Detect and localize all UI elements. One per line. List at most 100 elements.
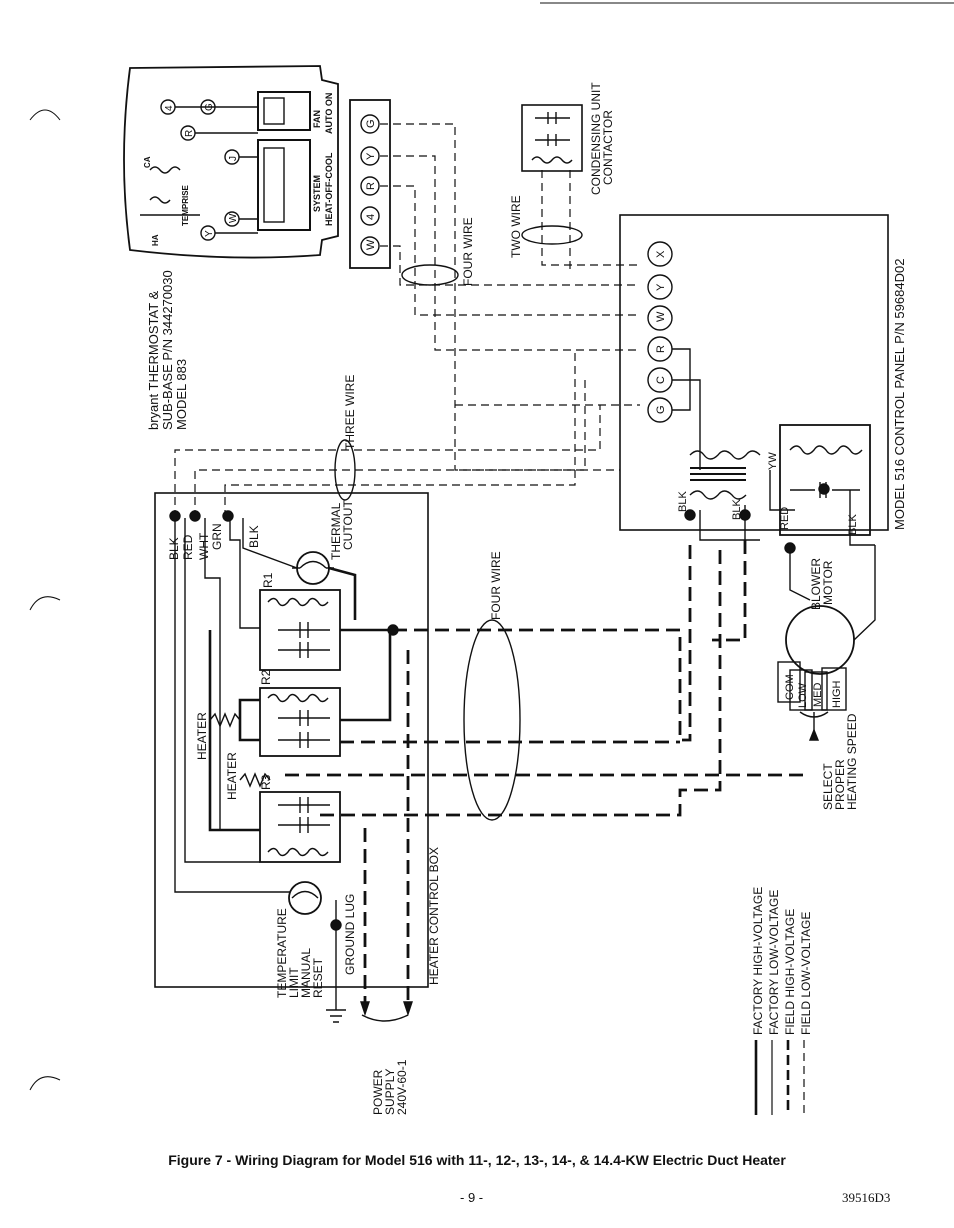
field-hv-1 <box>393 545 692 742</box>
subbase-terminal-labels: G Y R 4 W <box>365 119 377 250</box>
document-number: 39516D3 <box>842 1190 891 1205</box>
control-panel-label: MODEL 516 CONTROL PANEL P/N 59684D02 <box>892 259 907 530</box>
system-positions: HEAT-OFF-COOL <box>324 152 334 226</box>
condensing-contactor <box>521 104 583 172</box>
subbase-terminal-strip <box>349 99 391 269</box>
panel-terminal-c: C <box>655 376 667 384</box>
thermostat-terminal-y: Y <box>204 230 215 237</box>
system-switch <box>257 139 311 231</box>
page-number: - 9 - <box>460 1190 484 1205</box>
blower-motor <box>785 605 855 675</box>
subbase-terminal-4: 4 <box>365 214 377 220</box>
thermostat-outline <box>123 65 339 259</box>
wiring-diagram: bryant THERMOSTAT & SUB-BASE P/N 3442700… <box>29 2 954 1115</box>
select-speed-3: HEATING SPEED <box>845 713 859 810</box>
heater-control-box <box>154 492 429 988</box>
blower-speed-com: COM <box>784 674 796 700</box>
heater-label-2: HEATER <box>225 752 239 800</box>
relay-r2-label: R2 <box>259 669 273 685</box>
subbase-terminal-r: R <box>365 182 377 190</box>
thermostat-brand: bryant THERMOSTAT & <box>146 290 161 430</box>
blower-speed-low: LOW <box>797 682 809 708</box>
four-wire-bundle-top <box>401 264 459 286</box>
select-speed-1: SELECT <box>821 763 835 810</box>
relay-r1-label: R1 <box>261 572 275 588</box>
two-wire-label: TWO WIRE <box>509 195 523 258</box>
panel-wire-blk-3: BLK <box>847 514 859 535</box>
panel-wire-blk-2: BLK <box>731 499 743 520</box>
thermostat-labels: bryant THERMOSTAT & SUB-BASE P/N 3442700… <box>143 93 334 430</box>
heater-label-1: HEATER <box>195 712 209 760</box>
panel-terminal-x: X <box>655 250 667 258</box>
panel-terminal-r: R <box>655 345 667 353</box>
relay-r2 <box>259 687 341 757</box>
control-panel-terminal-labels: X Y W R C G YW RED BLK BLK BLK <box>655 250 859 535</box>
thermostat-terminal-4: 4 <box>164 105 175 111</box>
thermostat-terminal-r: R <box>184 130 195 137</box>
blower-speed-high: HIGH <box>831 680 843 708</box>
fan-positions: AUTO ON <box>324 93 334 134</box>
thermostat-model: MODEL 883 <box>174 359 189 430</box>
subbase-terminal-g: G <box>365 119 377 128</box>
thermal-cutout <box>296 551 330 585</box>
blower-label-2: MOTOR <box>821 560 835 605</box>
power-supply-3: 240V-60-1 <box>395 1059 409 1115</box>
control-panel-box <box>619 214 889 531</box>
heater-box-labels: HEATER CONTROL BOX BLK RED WHT GRN BLK T… <box>167 500 441 998</box>
temprise-label: TEMPRISE <box>181 184 190 226</box>
temp-limit-label-3: MANUAL <box>299 948 313 998</box>
relay-r3 <box>259 791 341 863</box>
panel-terminal-y: Y <box>655 283 667 291</box>
blower-labels: BLOWER MOTOR COM LOW MED HIGH SELECT PRO… <box>784 558 859 810</box>
select-speed-2: PROPER <box>833 759 847 810</box>
heater-element-2 <box>239 772 271 788</box>
blower-speed-med: MED <box>812 683 824 708</box>
thermal-cutout-label-2: CUTOUT <box>341 500 355 550</box>
fan-switch <box>257 91 311 131</box>
legend-factory-hv: FACTORY HIGH-VOLTAGE <box>751 887 765 1035</box>
relay-coil-box <box>779 424 871 536</box>
contactor-label-2: CONTACTOR <box>601 110 615 185</box>
subbase-terminal-y: Y <box>365 152 377 160</box>
subbase-terminal-w: W <box>365 239 377 250</box>
three-wire-label: THREE WIRE <box>343 375 357 450</box>
ca-label: CA <box>143 156 152 168</box>
legend-field-hv: FIELD HIGH-VOLTAGE <box>783 909 797 1035</box>
fan-label: FAN <box>312 110 322 128</box>
legend-field-lv: FIELD LOW-VOLTAGE <box>799 912 813 1035</box>
ground-lug-label: GROUND LUG <box>343 894 357 975</box>
thermostat-terminal-w: W <box>228 213 239 223</box>
relay-r3-label: R3 <box>259 774 273 790</box>
figure-caption: Figure 7 - Wiring Diagram for Model 516 … <box>168 1152 786 1168</box>
two-wire-bundle <box>521 225 583 245</box>
panel-wire-blk-1: BLK <box>677 491 689 512</box>
four-wire-top-label: FOUR WIRE <box>461 217 475 286</box>
wire-blk-1: BLK <box>167 537 181 560</box>
wire-grn: GRN <box>210 523 224 550</box>
thermostat-terminal-g: G <box>204 103 215 111</box>
power-supply-1: POWER <box>371 1069 385 1115</box>
thermal-cutout-label-1: THERMAL <box>329 502 343 560</box>
field-hv-7 <box>712 540 747 642</box>
heater-element-1 <box>209 712 241 728</box>
temp-limit-label-4: RESET <box>311 957 325 998</box>
thermostat-terminal-j: J <box>228 156 239 161</box>
four-wire-bottom-label: FOUR WIRE <box>489 551 503 620</box>
system-label: SYSTEM <box>312 175 322 212</box>
wire-blk-2: BLK <box>247 525 261 548</box>
panel-terminal-g: G <box>655 405 667 414</box>
heater-box-label: HEATER CONTROL BOX <box>427 847 441 985</box>
panel-wire-red: RED <box>779 507 791 530</box>
panel-wire-yw: YW <box>767 452 779 470</box>
wire-red: RED <box>181 534 195 560</box>
ha-label: HA <box>151 234 160 246</box>
temp-limit-label-1: TEMPERATURE <box>275 908 289 998</box>
contactor-label-1: CONDENSING UNIT <box>589 82 603 195</box>
legend-factory-lv: FACTORY LOW-VOLTAGE <box>767 890 781 1035</box>
legend: FACTORY HIGH-VOLTAGE FACTORY LOW-VOLTAGE… <box>751 887 813 1035</box>
temperature-limit <box>288 881 322 915</box>
power-supply-labels: POWER SUPPLY 240V-60-1 <box>371 1059 409 1115</box>
panel-terminal-w: W <box>655 311 667 322</box>
blower-label-1: BLOWER <box>809 558 823 610</box>
